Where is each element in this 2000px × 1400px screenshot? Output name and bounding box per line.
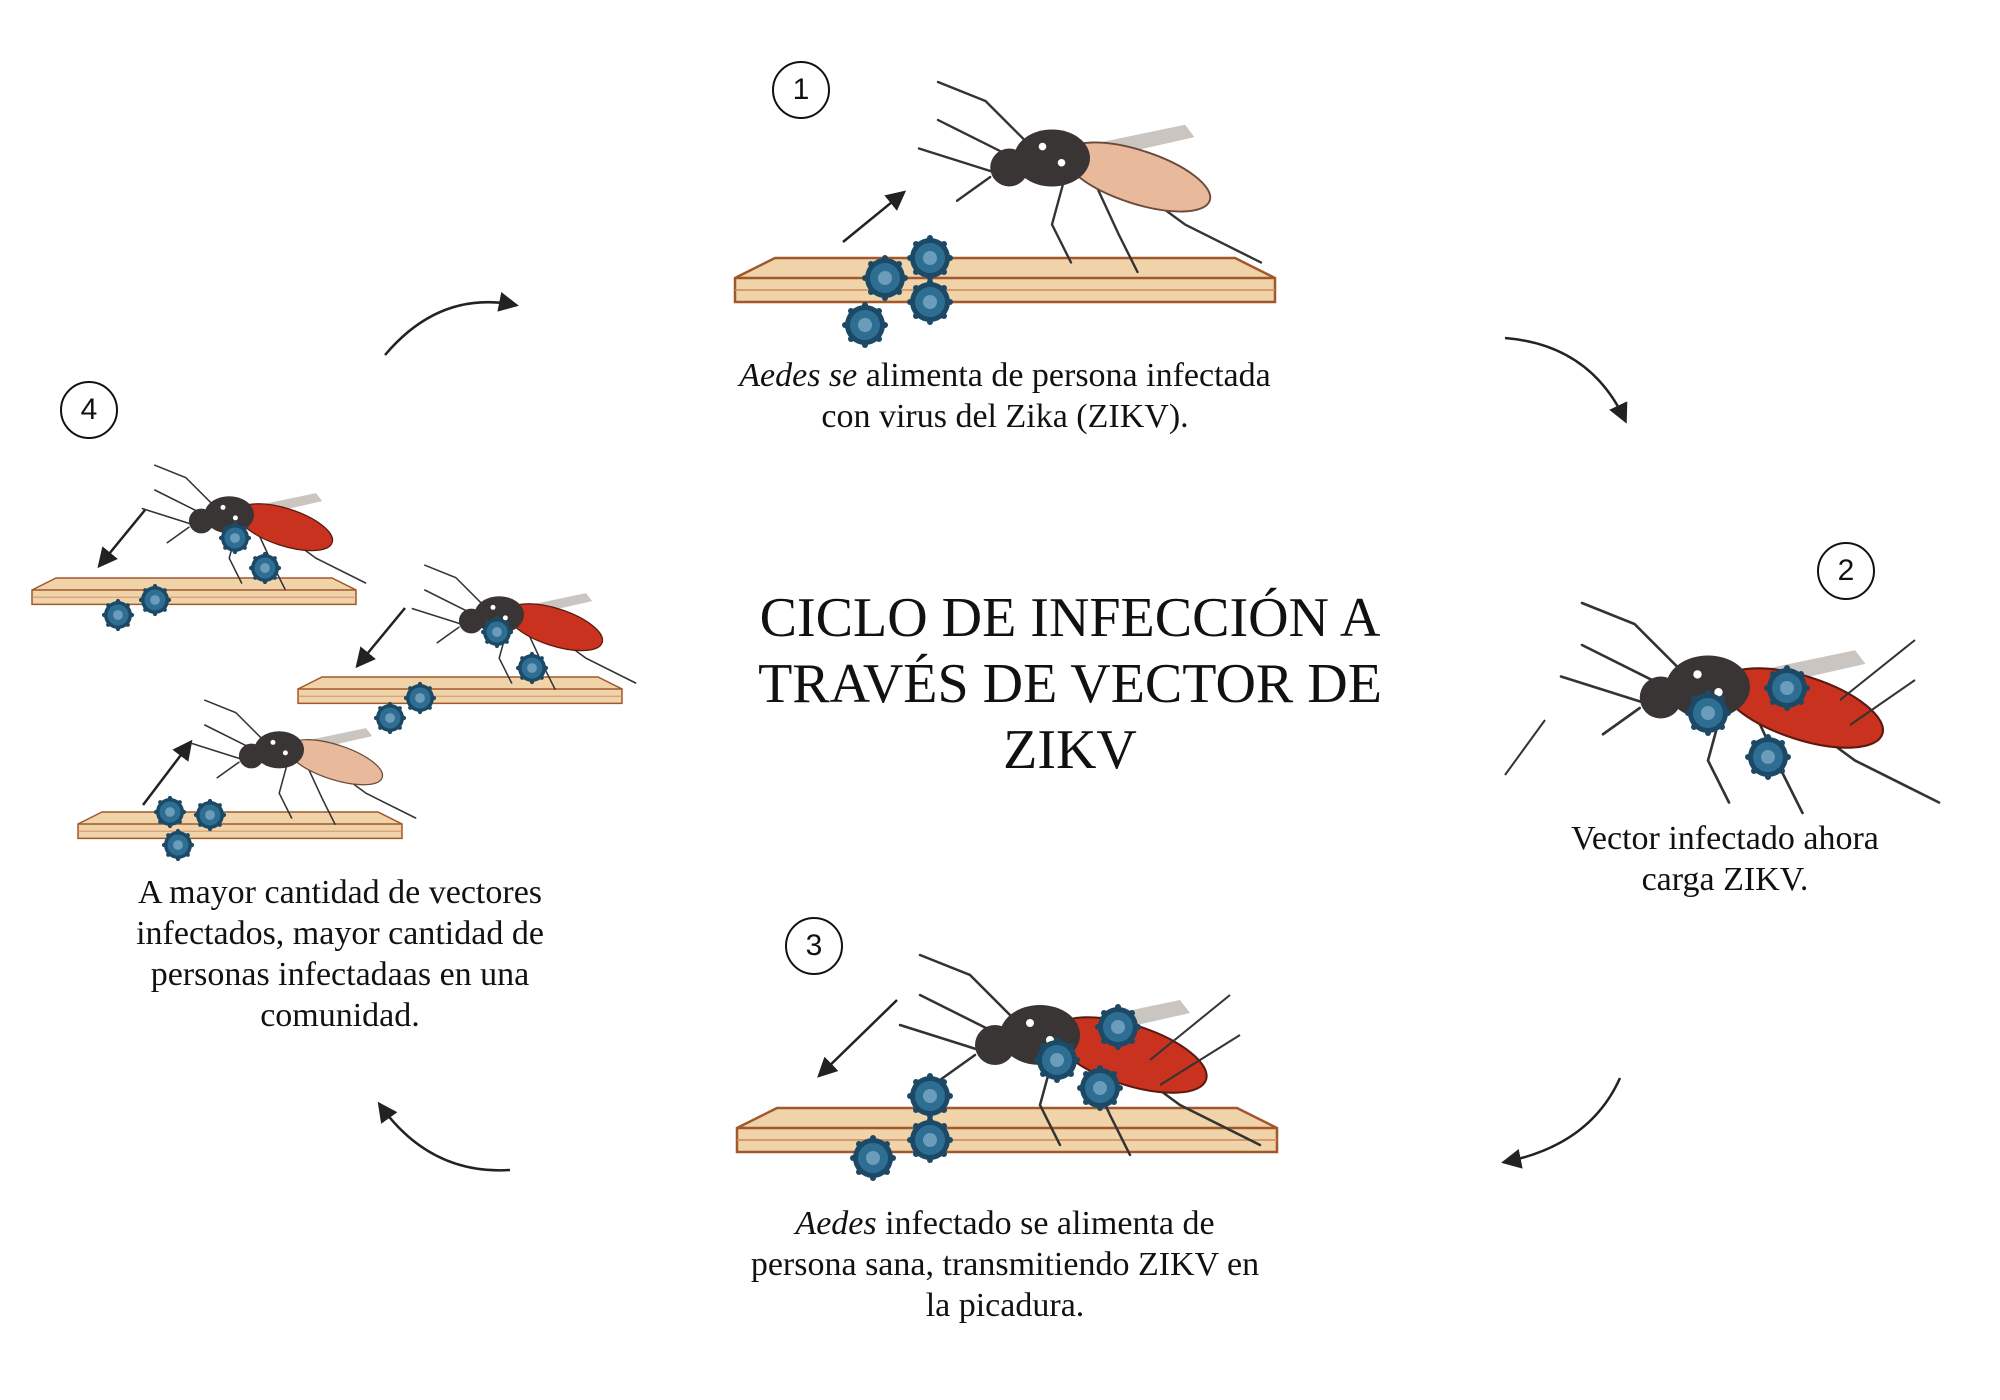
caption-text: infectado se alimenta de persona sana, t…	[750, 1205, 1260, 1324]
step-1-caption: Aedes se alimenta de persona infectada c…	[720, 355, 1290, 437]
caption-text: Vector infectado ahora carga ZIKV.	[1571, 820, 1879, 898]
step-3-number: 3	[785, 917, 843, 975]
step-2-caption: Vector infectado ahora carga ZIKV.	[1555, 818, 1895, 900]
step-2-number: 2	[1817, 542, 1875, 600]
diagram-title: CICLO DE INFECCIÓN A TRAVÉS DE VECTOR DE…	[758, 587, 1382, 781]
caption-text: A mayor cantidad de vectores infectados,…	[136, 874, 544, 1034]
step-3-caption: Aedes infectado se alimenta de persona s…	[745, 1203, 1265, 1326]
arrow-3-to-4	[377, 1101, 511, 1172]
step-4-caption: A mayor cantidad de vectores infectados,…	[110, 872, 570, 1036]
step-3-illustration	[735, 953, 1279, 1181]
step-4-number: 4	[60, 381, 118, 439]
step-2-illustration	[1504, 601, 1941, 815]
caption-italic: Aedes	[795, 1205, 877, 1242]
caption-text: alimenta de persona infectada con virus …	[821, 357, 1271, 435]
cycle-arrows	[377, 292, 1628, 1172]
mosquito-icon	[1559, 601, 1941, 815]
arrow-2-to-3	[1501, 1077, 1622, 1169]
mosquito-icon	[917, 80, 1263, 274]
direction-arrow	[817, 999, 898, 1078]
step-1-illustration	[733, 80, 1277, 348]
arrow-1-to-2	[1504, 336, 1628, 424]
step-1-number: 1	[772, 61, 830, 119]
step-4-illustration	[31, 464, 637, 862]
arrow-4-to-1	[384, 292, 519, 356]
direction-arrow	[842, 190, 907, 243]
caption-italic: Aedes se	[739, 357, 858, 394]
